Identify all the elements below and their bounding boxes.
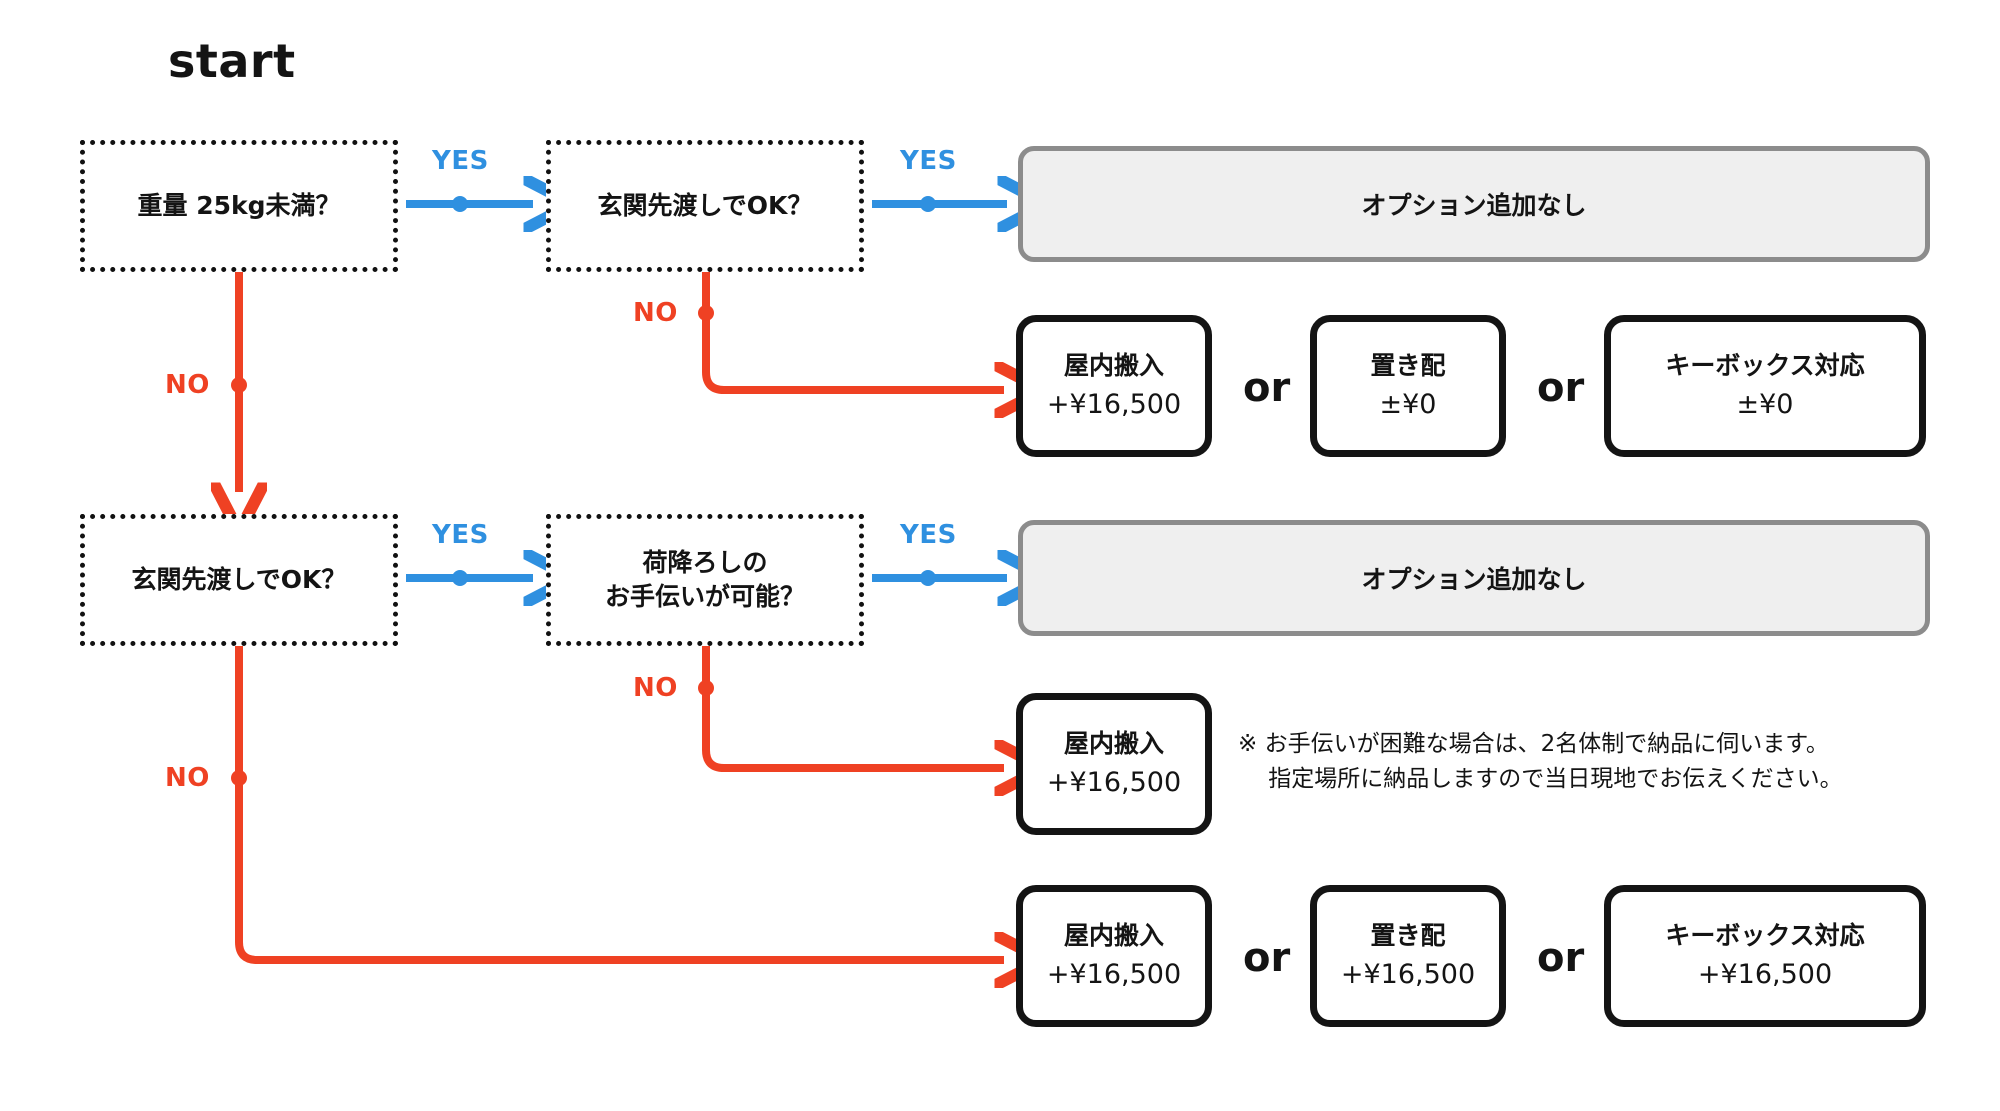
decision-entrance-1-text: 玄関先渡しでOK？	[597, 190, 813, 220]
edge-label-no-1: NO	[165, 370, 210, 400]
edge-no-weight-to-entrance2	[231, 272, 247, 492]
option-box-r3-c3[interactable]: キーボックス対応 +¥16,500	[1604, 885, 1926, 1027]
option-price: +¥16,500	[1340, 958, 1476, 990]
edge-no-help-to-options2	[698, 646, 1004, 768]
option-box-r2-c1[interactable]: 屋内搬入 +¥16,500	[1016, 693, 1212, 835]
edge-label-no-3: NO	[633, 673, 678, 703]
footnote-text: ※ お手伝いが困難な場合は、2名体制で納品に伺います。 指定場所に納品しますので…	[1238, 731, 1843, 792]
option-name: 屋内搬入	[1063, 921, 1164, 951]
decision-unload-help[interactable]: 荷降ろしの お手伝いが可能？	[546, 514, 864, 646]
option-name: 屋内搬入	[1063, 351, 1164, 381]
option-name: 置き配	[1370, 921, 1446, 951]
option-price: +¥16,500	[1046, 388, 1182, 420]
decision-unload-help-line1: 荷降ろしの	[642, 547, 768, 577]
or-separator-r1-2: or	[1537, 365, 1585, 411]
option-box-r3-c1[interactable]: 屋内搬入 +¥16,500	[1016, 885, 1212, 1027]
result-no-option-2-text: オプション追加なし	[1361, 565, 1587, 594]
option-name: 置き配	[1370, 351, 1446, 381]
edge-label-yes-3: YES	[432, 520, 489, 550]
start-label: start	[168, 34, 296, 88]
decision-weight[interactable]: 重量 25kg未満？	[80, 140, 398, 272]
edge-no-entrance2-to-options3	[231, 646, 1004, 960]
decision-entrance-2-text: 玄関先渡しでOK？	[131, 564, 347, 594]
edge-no-entrance1-to-options1	[698, 272, 1004, 390]
option-price: ±¥0	[1379, 388, 1437, 420]
or-separator-r3-2: or	[1537, 935, 1585, 981]
edge-label-no-4: NO	[165, 763, 210, 793]
option-price: +¥16,500	[1697, 958, 1833, 990]
option-box-r3-c2[interactable]: 置き配 +¥16,500	[1310, 885, 1506, 1027]
edge-yes-weight-to-entrance1	[406, 196, 533, 212]
edge-yes-entrance2-to-help	[406, 570, 533, 586]
decision-unload-help-line2: お手伝いが可能？	[604, 582, 805, 611]
decision-entrance-1[interactable]: 玄関先渡しでOK？	[546, 140, 864, 272]
option-name: キーボックス対応	[1665, 921, 1865, 951]
option-box-r1-c3[interactable]: キーボックス対応 ±¥0	[1604, 315, 1926, 457]
decision-unload-help-text: 荷降ろしの お手伝いが可能？	[605, 546, 805, 615]
result-no-option-1[interactable]: オプション追加なし	[1018, 146, 1930, 262]
edge-yes-entrance1-to-result1	[872, 196, 1007, 212]
result-no-option-1-text: オプション追加なし	[1361, 191, 1587, 220]
decision-weight-text: 重量 25kg未満？	[137, 190, 341, 220]
option-price: +¥16,500	[1046, 766, 1182, 798]
decision-entrance-2[interactable]: 玄関先渡しでOK？	[80, 514, 398, 646]
edge-label-no-2: NO	[633, 298, 678, 328]
edge-yes-help-to-result2	[872, 570, 1007, 586]
edge-label-yes-2: YES	[900, 146, 957, 176]
option-price: ±¥0	[1736, 388, 1794, 420]
or-separator-r3-1: or	[1243, 935, 1291, 981]
edge-label-yes-4: YES	[900, 520, 957, 550]
option-name: キーボックス対応	[1665, 351, 1865, 381]
option-box-r1-c2[interactable]: 置き配 ±¥0	[1310, 315, 1506, 457]
option-name: 屋内搬入	[1063, 729, 1164, 759]
or-separator-r1-1: or	[1243, 365, 1291, 411]
result-no-option-2[interactable]: オプション追加なし	[1018, 520, 1930, 636]
option-price: +¥16,500	[1046, 958, 1182, 990]
edge-label-yes-1: YES	[432, 146, 489, 176]
option-box-r1-c1[interactable]: 屋内搬入 +¥16,500	[1016, 315, 1212, 457]
